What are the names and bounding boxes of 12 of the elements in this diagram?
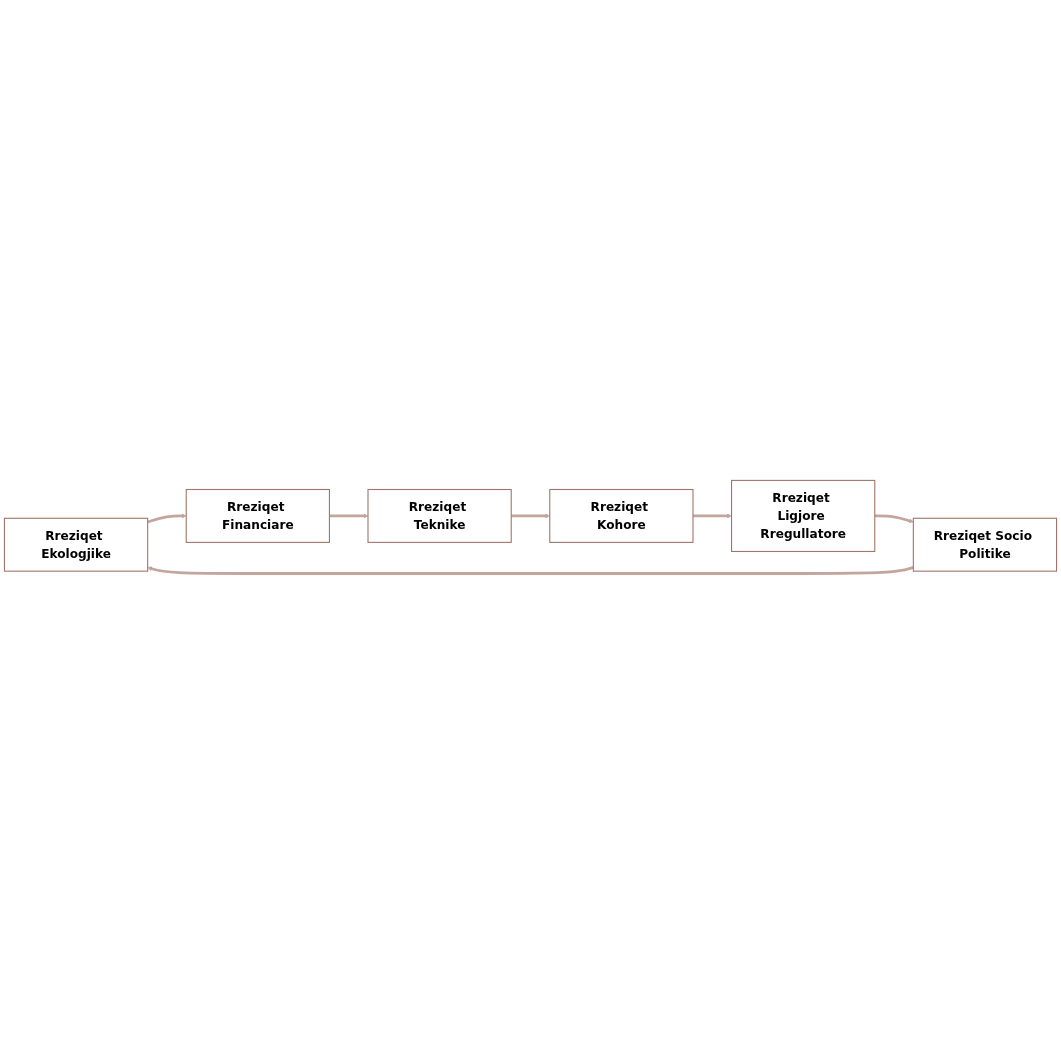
arrow: [874, 514, 914, 524]
node-box: Rreziqet Financiare: [185, 489, 330, 543]
node-box: Rreziqet Socio Politike: [912, 517, 1058, 572]
arrow: [329, 513, 369, 519]
node-box: Rreziqet Teknike: [367, 489, 512, 543]
node-box: Rreziqet Ligjore Rregullatore: [731, 479, 876, 553]
arrow: [511, 513, 550, 519]
arrow: [147, 566, 914, 575]
node-box: Rreziqet Ekologjike: [3, 517, 149, 572]
node-box: Rreziqet Kohore: [549, 489, 694, 543]
arrow: [147, 513, 187, 524]
arrow: [693, 513, 732, 519]
